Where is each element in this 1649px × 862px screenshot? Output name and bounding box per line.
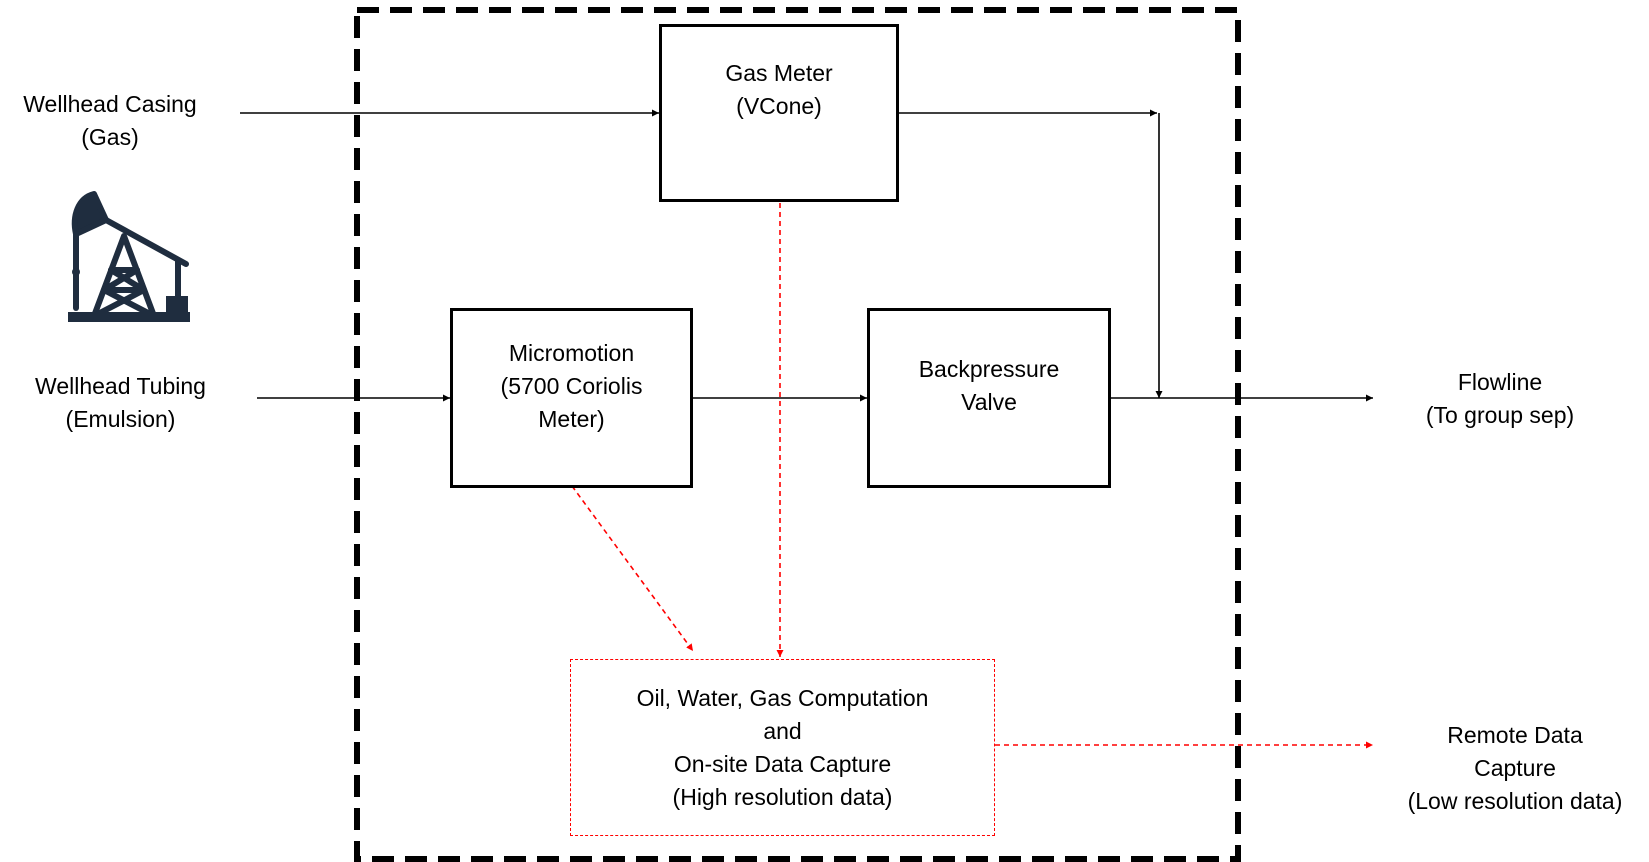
computation-box: Oil, Water, Gas Computation and On-site … [570,659,995,836]
flowline-output-label: Flowline (To group sep) [1410,366,1590,432]
backpressure-label-line1: Backpressure [918,356,1060,382]
tubing-input-label: Wellhead Tubing (Emulsion) [8,370,233,436]
computation-label-line4: (High resolution data) [672,783,893,810]
gas-meter-box: Gas Meter (VCone) [659,24,899,202]
flowline-label-line1: Flowline [1457,369,1543,395]
micromotion-label-line3: Meter) [538,405,605,432]
backpressure-label-line2: Valve [961,389,1017,415]
tubing-label-line2: (Emulsion) [65,406,176,432]
remote-label-line2: Capture [1474,755,1556,781]
micromotion-label-line2: (5700 Coriolis [500,372,643,399]
casing-label-line2: (Gas) [81,124,139,150]
micromotion-label-line1: Micromotion [508,339,635,366]
backpressure-valve-box: Backpressure Valve [867,308,1111,488]
computation-label-line2: and [763,717,802,744]
pumpjack-icon [68,191,190,322]
remote-label-line3: (Low resolution data) [1407,788,1623,814]
micromotion-box: Micromotion (5700 Coriolis Meter) [450,308,693,488]
skid-boundary [354,7,1241,862]
gas-meter-label-line1: Gas Meter [725,60,833,86]
computation-label-line1: Oil, Water, Gas Computation [636,684,929,711]
remote-label-line1: Remote Data [1447,722,1583,748]
computation-label-line3: On-site Data Capture [673,750,892,777]
casing-input-label: Wellhead Casing (Gas) [0,88,220,154]
flowline-label-line2: (To group sep) [1425,402,1575,428]
gas-meter-label-line2: (VCone) [736,93,822,119]
data-link-micromotion [571,485,694,652]
remote-output-label: Remote Data Capture (Low resolution data… [1385,719,1645,818]
tubing-label-line1: Wellhead Tubing [35,373,206,399]
casing-label-line1: Wellhead Casing [23,91,197,117]
